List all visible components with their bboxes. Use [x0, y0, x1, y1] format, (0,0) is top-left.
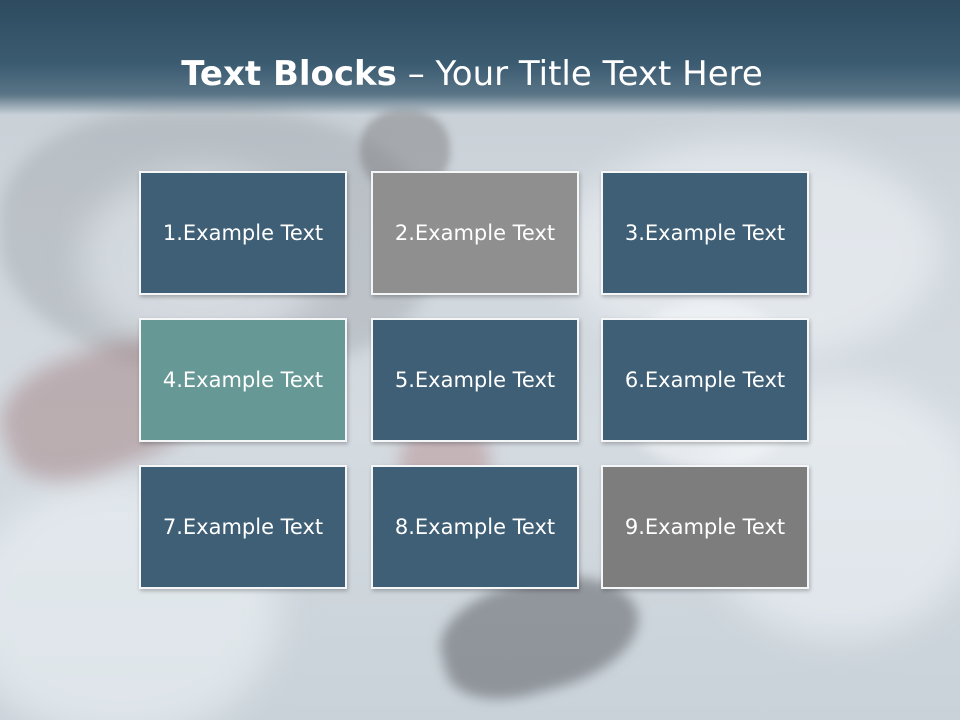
text-block-9[interactable]: 9.Example Text [601, 465, 809, 589]
slide-title: Text Blocks – Your Title Text Here [0, 52, 944, 96]
text-block-2[interactable]: 2.Example Text [371, 171, 579, 295]
text-block-1[interactable]: 1.Example Text [139, 171, 347, 295]
text-block-3[interactable]: 3.Example Text [601, 171, 809, 295]
title-bar [0, 0, 960, 115]
text-block-8[interactable]: 8.Example Text [371, 465, 579, 589]
text-block-7[interactable]: 7.Example Text [139, 465, 347, 589]
slide-title-bold: Text Blocks [181, 54, 397, 94]
text-block-4[interactable]: 4.Example Text [139, 318, 347, 442]
slide-title-dash: – [396, 54, 436, 94]
text-block-6[interactable]: 6.Example Text [601, 318, 809, 442]
slide-title-rest: Your Title Text Here [435, 54, 763, 94]
text-block-5[interactable]: 5.Example Text [371, 318, 579, 442]
